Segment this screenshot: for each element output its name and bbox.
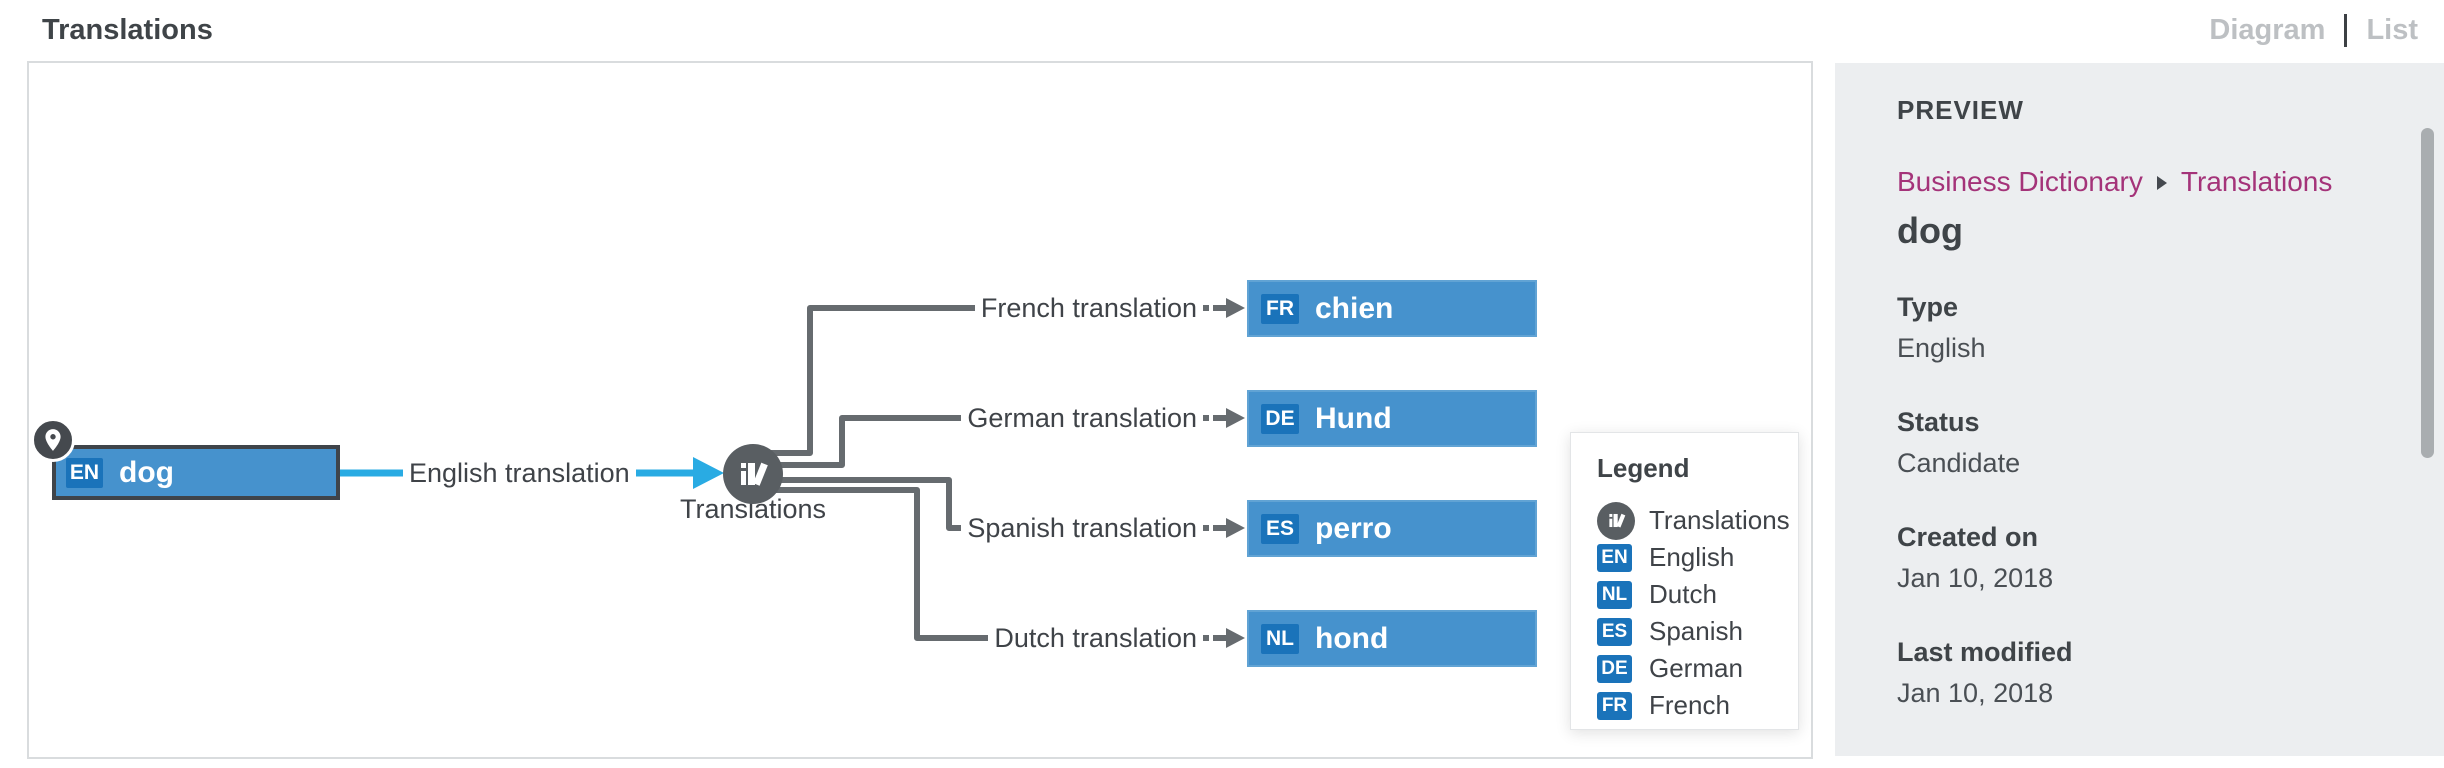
header: Translations Diagram List bbox=[42, 8, 2418, 52]
breadcrumb-separator-icon bbox=[2156, 176, 2167, 190]
node-dog[interactable]: EN dog bbox=[52, 445, 340, 500]
legend-item-french: FR French bbox=[1597, 687, 1798, 724]
language-badge-fr: FR bbox=[1597, 691, 1632, 720]
node-perro[interactable]: ES perro bbox=[1247, 500, 1537, 557]
language-badge-nl: NL bbox=[1597, 580, 1632, 609]
breadcrumb-business-dictionary[interactable]: Business Dictionary bbox=[1897, 166, 2143, 197]
edge-english-arrowhead-icon bbox=[693, 457, 724, 489]
translations-icon bbox=[1597, 501, 1635, 540]
legend: Legend Translations bbox=[1570, 432, 1799, 730]
field-definition: Definition (1) The domestic dog is a mem… bbox=[1897, 752, 2390, 756]
node-term: chien bbox=[1315, 291, 1394, 325]
edge-label-german-translation: German translation bbox=[961, 398, 1203, 438]
language-badge-es: ES bbox=[1261, 513, 1299, 544]
arrowhead-nl-icon bbox=[1226, 628, 1245, 648]
breadcrumb: Business Dictionary Translations bbox=[1897, 166, 2390, 198]
diagram-edges bbox=[340, 298, 1245, 648]
preview-scrollbar[interactable] bbox=[2421, 128, 2434, 458]
legend-title: Legend bbox=[1597, 453, 1690, 483]
language-badge-fr: FR bbox=[1261, 293, 1299, 324]
preview-panel: PREVIEW Business Dictionary Translations… bbox=[1835, 63, 2444, 756]
edge-label-english-translation: English translation bbox=[403, 453, 636, 493]
edge-label-dutch-translation: Dutch translation bbox=[988, 618, 1203, 658]
list-view-button[interactable]: List bbox=[2366, 13, 2418, 46]
node-chien[interactable]: FR chien bbox=[1247, 280, 1537, 337]
language-badge-es: ES bbox=[1597, 617, 1632, 646]
language-badge-de: DE bbox=[1597, 654, 1632, 683]
field-status: Status Candidate bbox=[1897, 407, 2021, 478]
node-hond[interactable]: NL hond bbox=[1247, 610, 1537, 667]
node-term: Hund bbox=[1315, 401, 1392, 435]
books-icon bbox=[741, 462, 768, 486]
diagram-canvas[interactable]: English translation French translation G… bbox=[27, 61, 1813, 759]
edge-label-french-translation: French translation bbox=[974, 288, 1203, 328]
node-term: hond bbox=[1315, 621, 1389, 655]
legend-item-translations: Translations bbox=[1597, 501, 1798, 540]
legend-item-english: EN English bbox=[1597, 539, 1798, 576]
location-pin-icon bbox=[31, 418, 75, 462]
arrowhead-de-icon bbox=[1226, 408, 1245, 428]
field-type: Type English bbox=[1897, 292, 1986, 363]
language-badge-en: EN bbox=[1597, 543, 1632, 572]
legend-item-spanish: ES Spanish bbox=[1597, 613, 1798, 650]
edge-label-spanish-translation: Spanish translation bbox=[961, 508, 1203, 548]
diagram-view-button[interactable]: Diagram bbox=[2209, 13, 2326, 46]
asset-name: dog bbox=[1897, 210, 1963, 251]
preview-title: PREVIEW bbox=[1897, 95, 2024, 125]
arrowhead-es-icon bbox=[1226, 518, 1245, 538]
legend-item-german: DE German bbox=[1597, 650, 1798, 687]
legend-item-dutch: NL Dutch bbox=[1597, 576, 1798, 613]
page-title: Translations bbox=[42, 13, 213, 46]
node-translations-hub[interactable] bbox=[723, 444, 783, 504]
field-created-on: Created on Jan 10, 2018 bbox=[1897, 522, 2054, 593]
node-term: perro bbox=[1315, 511, 1392, 545]
view-toggle: Diagram List bbox=[2209, 13, 2418, 47]
node-hund[interactable]: DE Hund bbox=[1247, 390, 1537, 447]
arrowhead-fr-icon bbox=[1226, 298, 1245, 318]
language-badge-en: EN bbox=[66, 457, 103, 488]
node-term: dog bbox=[119, 455, 174, 489]
language-badge-nl: NL bbox=[1261, 623, 1299, 654]
field-last-modified: Last modified Jan 10, 2018 bbox=[1897, 637, 2073, 708]
view-toggle-divider bbox=[2344, 13, 2348, 47]
breadcrumb-translations[interactable]: Translations bbox=[2180, 166, 2333, 197]
language-badge-de: DE bbox=[1261, 403, 1299, 434]
